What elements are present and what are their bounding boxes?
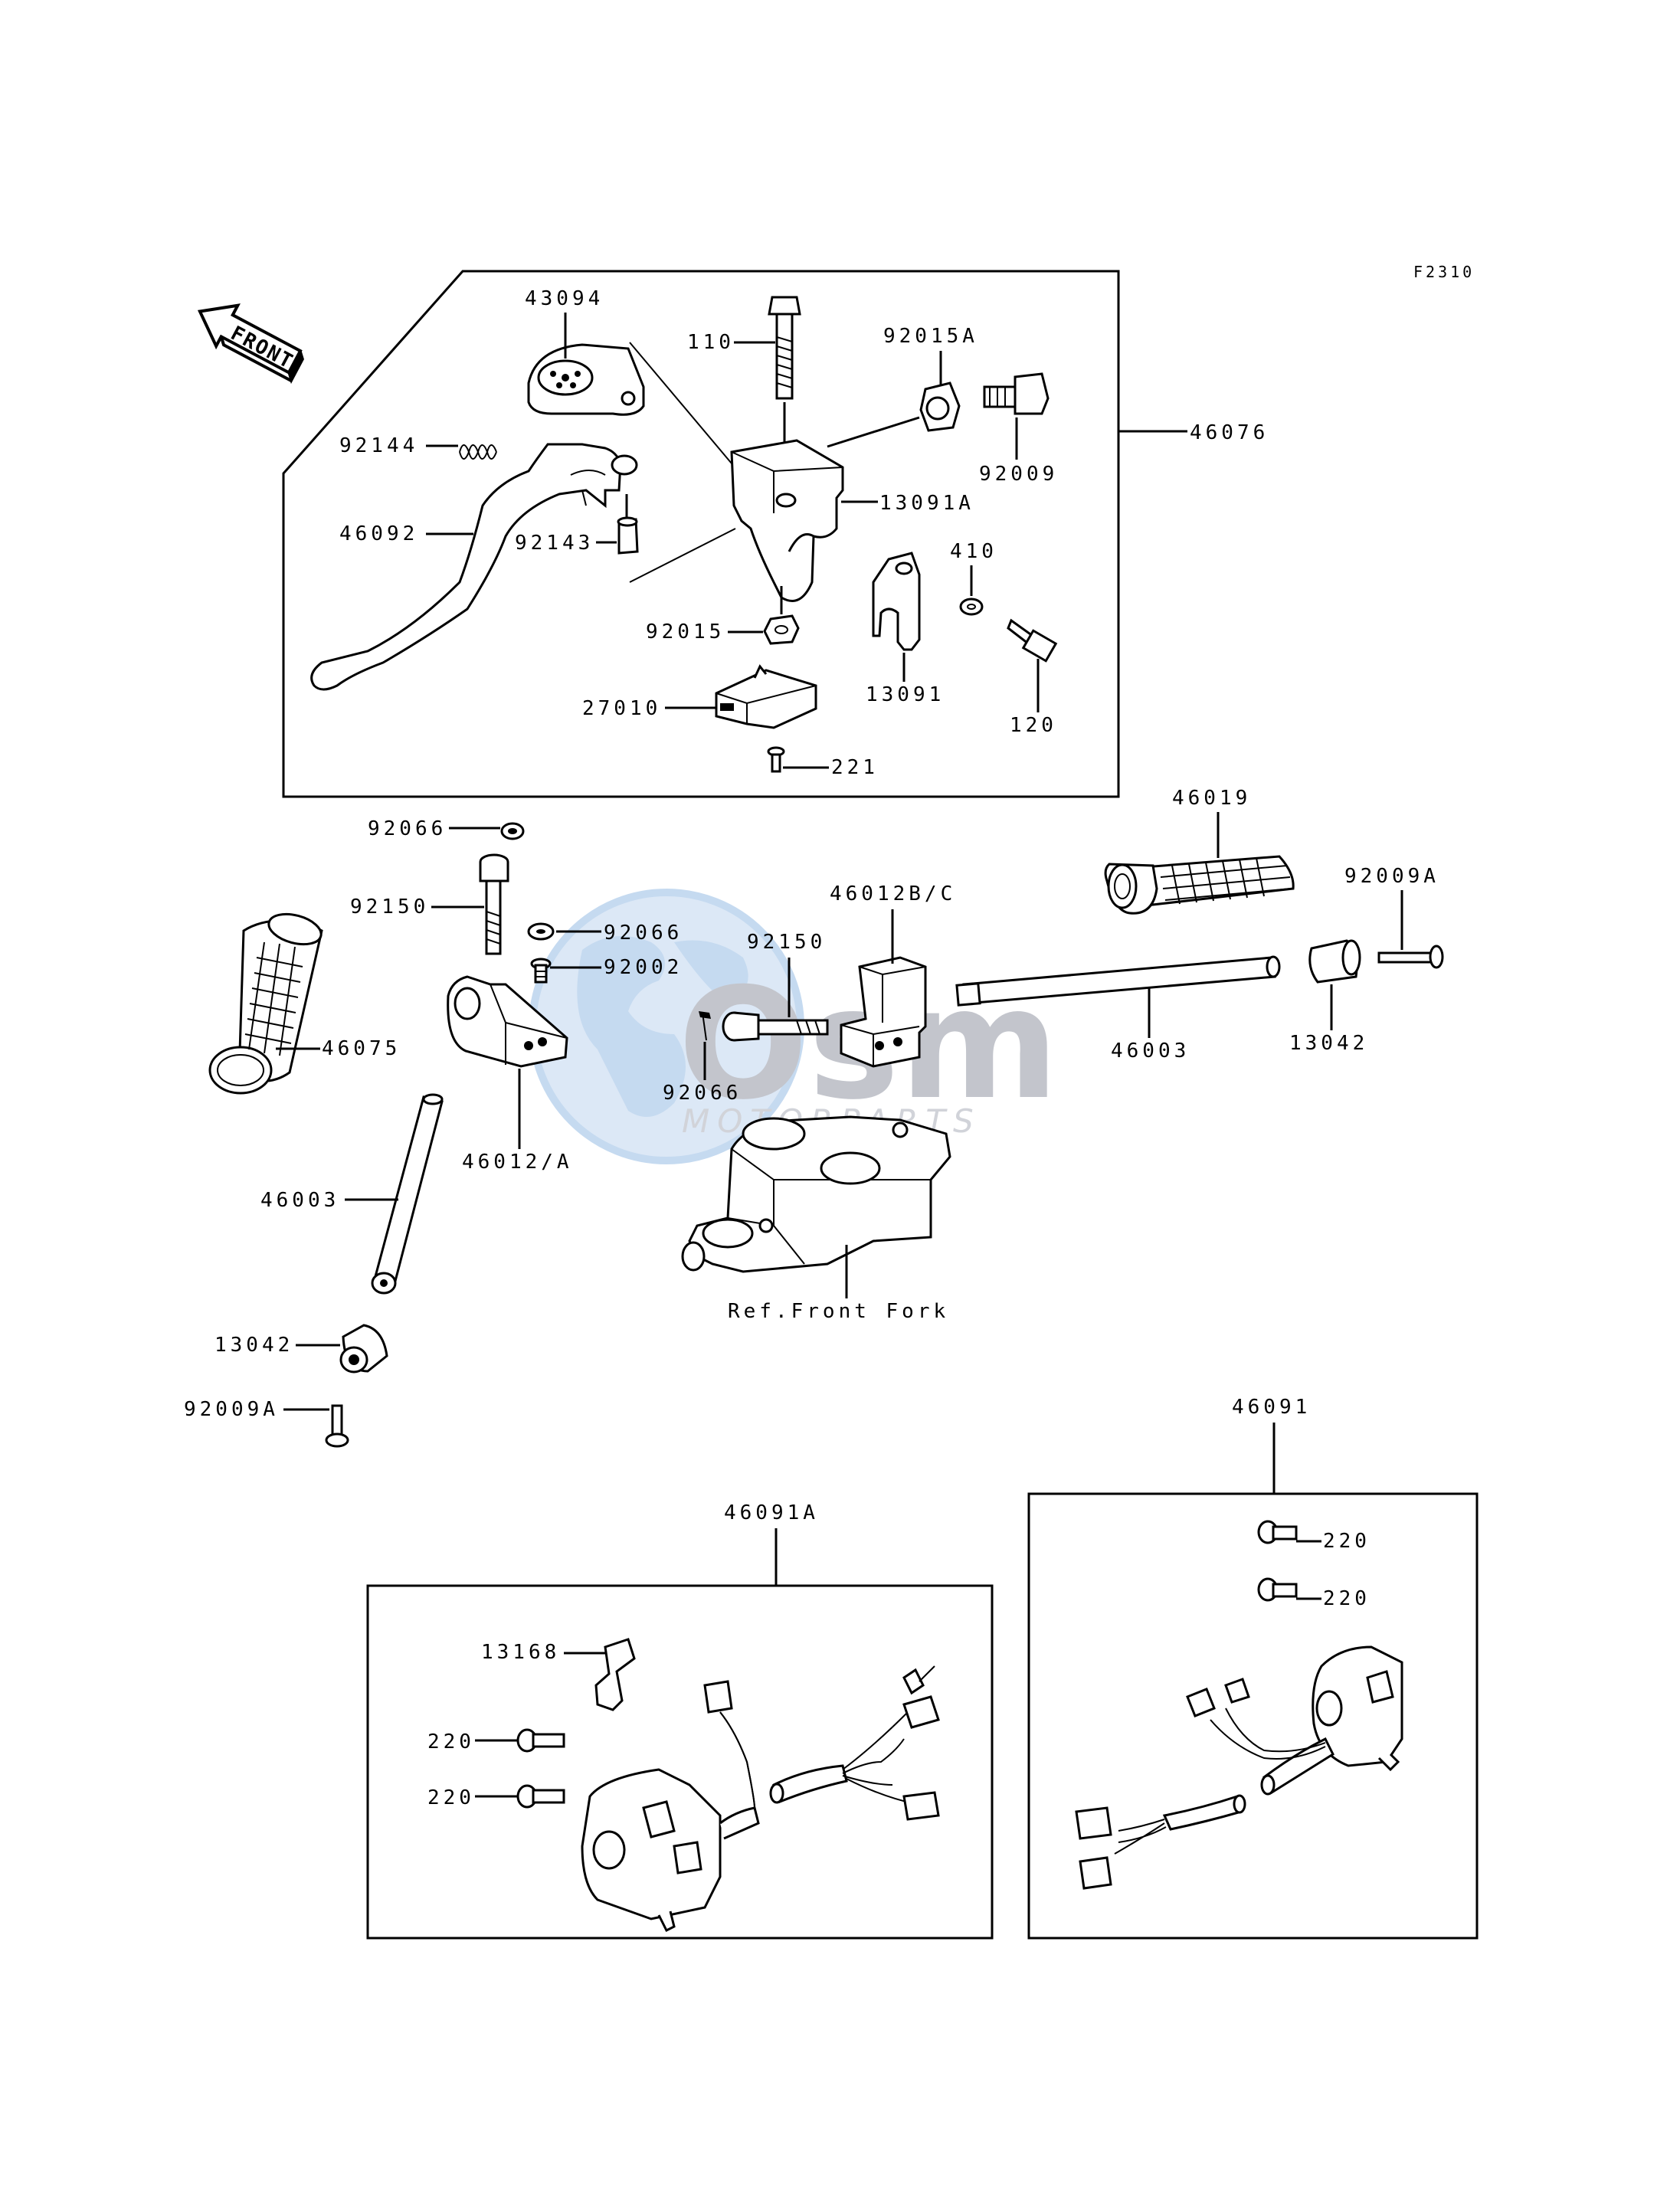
label-92066-mid: 92066 xyxy=(604,922,683,945)
part-13042-weight-right xyxy=(1308,939,1361,984)
label-13168: 13168 xyxy=(481,1641,560,1664)
label-92015: 92015 xyxy=(646,620,725,643)
label-92143: 92143 xyxy=(515,532,594,555)
part-92143-pivot xyxy=(617,516,639,555)
label-46091: 46091 xyxy=(1232,1396,1311,1419)
label-221: 221 xyxy=(831,756,879,779)
front-arrow: FRONT xyxy=(197,303,304,385)
label-92002: 92002 xyxy=(604,956,683,979)
switch-box-46091A xyxy=(366,1584,994,1940)
part-triple-clamp xyxy=(681,1115,951,1273)
label-92066-low: 92066 xyxy=(663,1082,742,1105)
part-27010-switch xyxy=(715,664,817,729)
label-92015A: 92015A xyxy=(883,325,978,348)
lever-assembly-box xyxy=(282,270,1120,798)
label-120: 120 xyxy=(1010,714,1057,737)
label-220-a: 220 xyxy=(427,1730,475,1753)
part-13168-clip xyxy=(594,1638,636,1711)
part-92144-spring xyxy=(459,444,497,460)
part-right-switch-housing xyxy=(1312,1645,1403,1772)
part-46003-bar-left xyxy=(371,1093,444,1295)
part-92150-bolt-left xyxy=(479,853,509,955)
label-92009: 92009 xyxy=(979,463,1058,486)
part-92066-cap-top xyxy=(500,822,525,840)
label-110: 110 xyxy=(687,331,735,354)
switch-box-46091 xyxy=(1027,1492,1479,1940)
part-120-screw xyxy=(1007,618,1058,663)
label-92150-left: 92150 xyxy=(350,895,429,918)
label-13091A: 13091A xyxy=(879,492,974,515)
part-left-harness xyxy=(703,1665,940,1821)
part-46092-lever xyxy=(310,443,638,691)
label-46091A: 46091A xyxy=(724,1501,819,1524)
part-220-screw-b xyxy=(516,1784,565,1809)
part-92150-bolt-mid xyxy=(722,1011,829,1042)
label-92009A-left: 92009A xyxy=(184,1398,279,1421)
part-46075-grip xyxy=(208,912,323,1095)
label-410: 410 xyxy=(950,540,997,563)
part-92009A-screw-left xyxy=(325,1404,349,1448)
label-46012BC: 46012B/C xyxy=(830,882,956,905)
label-46075: 46075 xyxy=(322,1037,401,1060)
part-92015A-nut xyxy=(919,381,961,432)
label-92009A-right: 92009A xyxy=(1344,865,1439,888)
label-46019: 46019 xyxy=(1172,787,1251,810)
label-46003-right: 46003 xyxy=(1111,1040,1190,1062)
label-46012A: 46012/A xyxy=(462,1151,573,1174)
part-46003-bar-right xyxy=(955,955,1281,1007)
part-221-screw xyxy=(767,746,785,773)
label-92066-top: 92066 xyxy=(368,817,447,840)
part-410-washer xyxy=(959,598,984,616)
figure-code: F2310 xyxy=(1413,263,1475,281)
label-13042-right: 13042 xyxy=(1289,1032,1368,1055)
part-220-screw-d xyxy=(1257,1577,1298,1602)
label-220-c: 220 xyxy=(1323,1530,1371,1553)
part-92066-washer-mid xyxy=(527,922,555,941)
part-13091-clamp xyxy=(872,552,921,651)
label-220-d: 220 xyxy=(1323,1587,1371,1610)
part-92009-screw xyxy=(983,372,1050,415)
label-13091: 13091 xyxy=(866,683,945,706)
label-ref-front-fork: Ref.Front Fork xyxy=(728,1300,949,1323)
label-46076: 46076 xyxy=(1190,421,1269,444)
part-46019-throttle-grip xyxy=(1104,855,1295,915)
part-92009A-screw-right xyxy=(1377,945,1444,969)
part-220-screw-c xyxy=(1257,1520,1298,1544)
part-92002-bolt xyxy=(530,958,552,984)
part-92066-ring xyxy=(699,1011,711,1041)
front-arrow-icon xyxy=(197,303,303,375)
part-110-bolt xyxy=(768,296,801,400)
part-46012A-holder xyxy=(447,975,568,1068)
label-27010: 27010 xyxy=(582,697,661,720)
label-92150-mid: 92150 xyxy=(747,931,826,954)
watermark-continents xyxy=(577,936,748,1117)
part-46012BC-holder xyxy=(840,956,927,1068)
label-43094: 43094 xyxy=(525,287,604,310)
label-220-b: 220 xyxy=(427,1786,475,1809)
part-13091A-bracket xyxy=(730,439,844,602)
label-46092: 46092 xyxy=(339,522,418,545)
label-13042-left: 13042 xyxy=(215,1334,293,1357)
part-43094-adjuster xyxy=(527,343,645,416)
label-46003-left: 46003 xyxy=(260,1189,339,1212)
part-92015-nut xyxy=(763,614,800,645)
part-left-switch-housing xyxy=(581,1768,760,1933)
label-92144: 92144 xyxy=(339,434,418,457)
part-13042-weight-left xyxy=(339,1324,388,1374)
part-220-screw-a xyxy=(516,1728,565,1753)
part-right-harness xyxy=(1075,1678,1335,1890)
